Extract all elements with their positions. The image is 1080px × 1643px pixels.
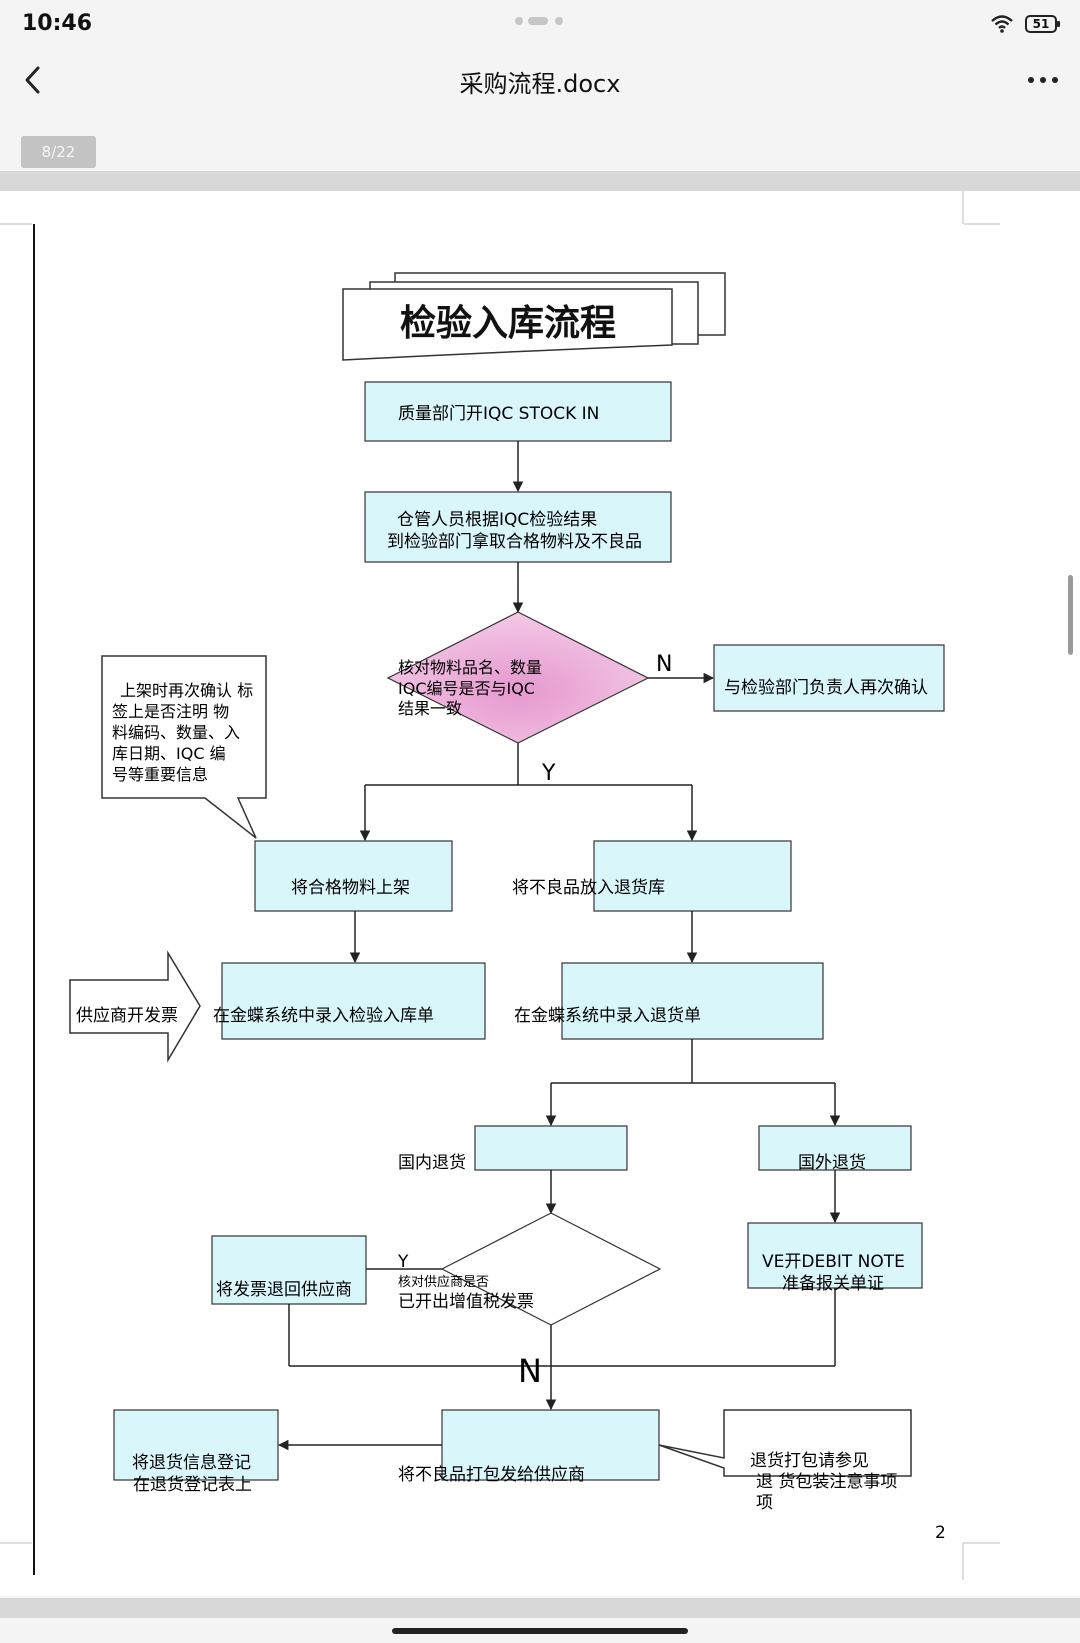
box-fetch-materials-line1: 仓管人员根据IQC检验结果 <box>397 510 597 530</box>
decision-vat-line2: 已开出增值税发票 <box>398 1292 534 1312</box>
box-return-warehouse-label: 将不良品放入退货库 <box>512 878 665 898</box>
document-title: 采购流程.docx <box>459 70 621 98</box>
page-gap <box>0 171 1080 191</box>
box-enter-receipt <box>221 962 486 1040</box>
box-debit-note-line1: VE开DEBIT NOTE <box>762 1252 905 1272</box>
diagram-title: 检验入库流程 <box>400 303 616 344</box>
callout-note-line5: 号等重要信息 <box>112 765 208 784</box>
box-debit-note <box>747 1222 923 1289</box>
label-y-second: Y <box>397 1252 409 1272</box>
box-shelve <box>254 840 453 912</box>
box-iqc-stock-in <box>364 381 672 442</box>
supplier-invoice-label: 供应商开发票 <box>76 1006 178 1026</box>
box-register-line1: 将退货信息登记 <box>132 1453 251 1473</box>
label-n-second: N <box>518 1352 542 1390</box>
home-indicator[interactable] <box>392 1628 688 1634</box>
callout-shelf-check <box>101 655 267 839</box>
box-return-invoice-label: 将发票退回供应商 <box>216 1280 352 1300</box>
box-domestic-return-label: 国内退货 <box>398 1153 466 1173</box>
box-shelve-label: 将合格物料上架 <box>291 878 410 898</box>
box-return-invoice <box>211 1235 367 1305</box>
status-bar: 10:46 51 <box>0 0 1080 50</box>
wifi-icon <box>991 15 1013 33</box>
box-reconfirm <box>713 644 945 712</box>
box-register-line2: 在退货登记表上 <box>133 1475 252 1495</box>
box-foreign-return <box>758 1125 912 1171</box>
page-number: 2 <box>935 1523 946 1543</box>
box-fetch-materials-line2: 到检验部门拿取合格物料及不良品 <box>387 531 642 552</box>
callout-note-line4: 库日期、IQC 编 <box>112 744 226 763</box>
callout-packing-line1: 退货打包请参见 <box>750 1451 869 1471</box>
box-domestic-return <box>474 1125 628 1171</box>
decision-check-materials <box>386 611 650 744</box>
box-foreign-return-label: 国外退货 <box>798 1153 866 1173</box>
callout-packing-line3: 项 <box>756 1493 773 1513</box>
box-register-return <box>113 1409 279 1481</box>
callout-note-line1: 上架时再次确认 标 <box>120 681 253 700</box>
callout-packing-line2: 退 货包装注意事项 <box>756 1472 897 1492</box>
nav-bar: 采购流程.docx <box>0 52 1080 108</box>
label-y-first: Y <box>541 761 556 786</box>
box-enter-receipt-label: 在金蝶系统中录入检验入库单 <box>213 1006 434 1026</box>
title-document-shape: 检验入库流程 <box>342 272 726 361</box>
callout-note-line2: 签上是否注明 物 <box>112 702 229 721</box>
box-enter-return-label: 在金蝶系统中录入退货单 <box>514 1006 701 1026</box>
box-pack-ship-label: 将不良品打包发给供应商 <box>398 1465 585 1485</box>
page-indicator: 8/22 <box>21 136 96 168</box>
more-icon[interactable] <box>1025 62 1065 98</box>
box-enter-return <box>561 962 824 1040</box>
box-debit-note-line2: 准备报关单证 <box>782 1274 884 1294</box>
label-n-first: N <box>656 652 672 677</box>
crop-marks <box>0 191 1000 1580</box>
box-return-warehouse <box>593 840 792 912</box>
battery-icon: 51 <box>1025 15 1060 33</box>
decision-check-line1: 核对物料品名、数量 <box>398 658 542 677</box>
back-icon[interactable] <box>18 62 48 98</box>
decision-check-line3: 结果一致 <box>398 699 462 718</box>
status-time: 10:46 <box>22 11 93 36</box>
box-iqc-stock-in-label: 质量部门开IQC STOCK IN <box>398 404 599 424</box>
box-reconfirm-label: 与检验部门负责人再次确认 <box>724 678 928 698</box>
decision-check-line2: IQC编号是否与IQC <box>398 679 535 698</box>
callout-note-line3: 料编码、数量、入 <box>112 723 240 742</box>
supplier-invoice-arrow <box>69 950 201 1063</box>
callout-packing <box>658 1409 912 1477</box>
scrollbar-thumb[interactable] <box>1068 575 1073 655</box>
decision-vat-line1: 核对供应商是否 <box>398 1274 489 1290</box>
page-gap-bottom <box>0 1598 1080 1618</box>
box-fetch-materials <box>364 491 672 563</box>
